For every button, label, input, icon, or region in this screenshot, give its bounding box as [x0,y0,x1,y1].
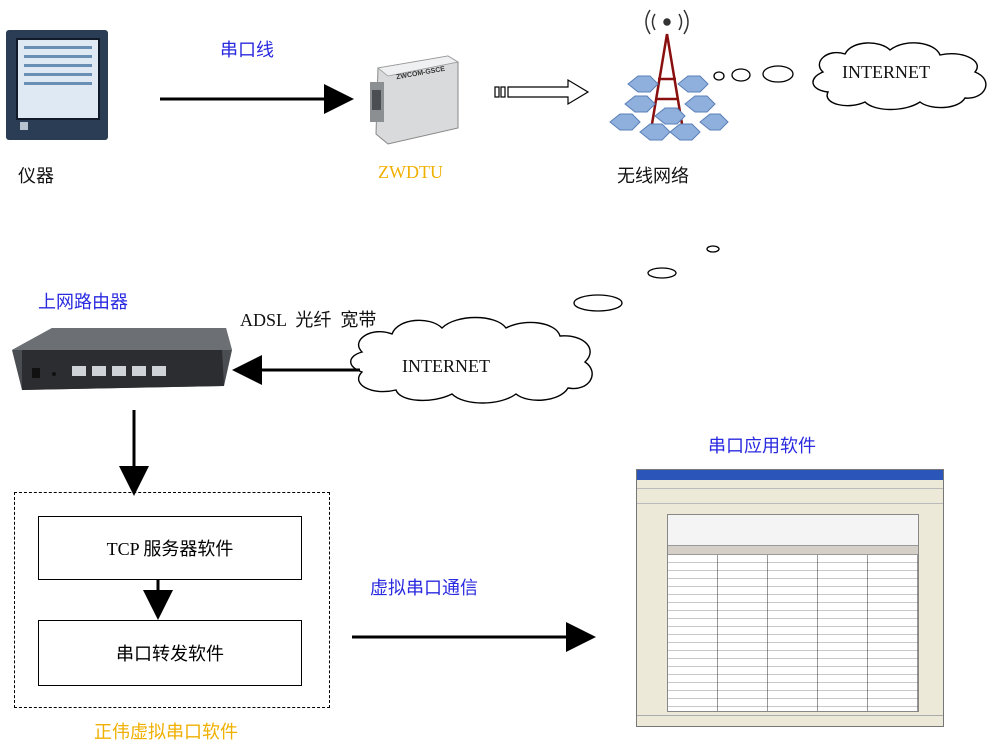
serial-forward-box: 串口转发软件 [38,620,302,686]
serial-app-label: 串口应用软件 [708,436,816,457]
serial-app-screenshot [636,469,944,727]
cloud-middle [350,316,593,404]
tcp-server-box: TCP 服务器软件 [38,516,302,580]
cloud-top [812,42,987,111]
serial-forward-label: 串口转发软件 [116,644,224,665]
app-toolbar [637,489,943,504]
thought-bubbles-middle [573,245,720,312]
app-content [667,514,919,712]
instrument-label: 仪器 [18,166,54,187]
thought-bubbles-top [713,65,794,83]
virtual-comm-label: 虚拟串口通信 [370,578,478,599]
instrument-device [6,30,108,140]
zwdtu-device: ZWCOM-GSCE [368,50,460,150]
serial-cable-label: 串口线 [220,40,274,61]
app-statusbar [637,715,943,726]
signal-icon [645,9,689,35]
adsl-label: ADSL 光纤 宽带 [240,310,377,330]
app-titlebar [637,470,943,480]
zwdtu-label: ZWDTU [378,162,443,182]
instrument-button-icon [20,122,28,130]
wireless-network-label: 无线网络 [617,166,689,187]
app-menubar [637,480,943,489]
hollow-arrow-dtu-to-wireless [494,78,590,106]
wireless-tower [600,4,730,144]
tcp-server-label: TCP 服务器软件 [106,539,234,559]
internet-top-label: INTERNET [842,62,930,82]
instrument-screen [16,38,100,120]
internet-mid-label: INTERNET [402,356,490,376]
zhengwei-software-label: 正伟虚拟串口软件 [94,722,238,743]
router-label: 上网路由器 [38,292,128,313]
router-device [12,328,234,400]
virtual-serial-software-frame [14,492,330,708]
